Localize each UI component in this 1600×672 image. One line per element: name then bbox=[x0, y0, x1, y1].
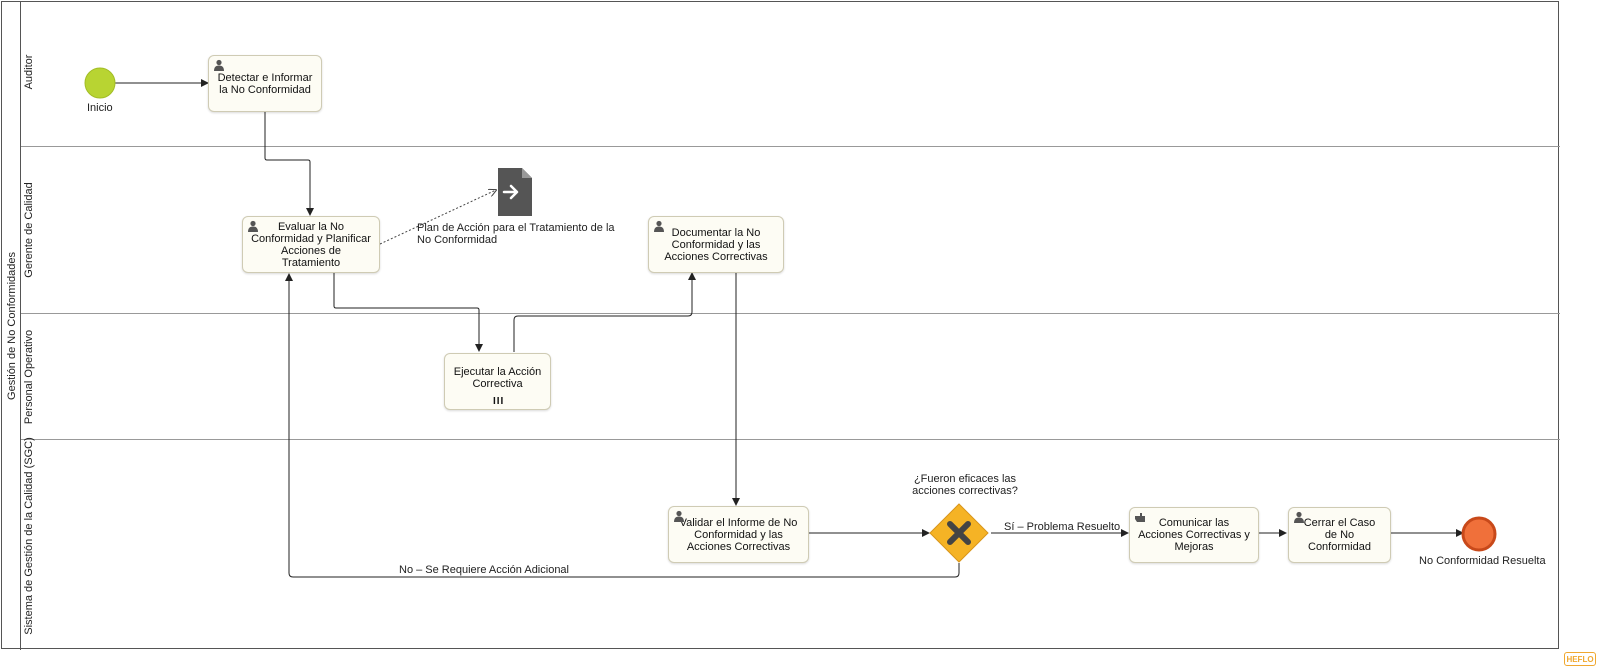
task-cerrar[interactable]: Cerrar el Caso de No Conformidad bbox=[1288, 507, 1391, 563]
document-output-icon bbox=[498, 168, 532, 216]
end-event-label: No Conformidad Resuelta bbox=[1419, 555, 1546, 567]
pool: Gestión de No Conformidades Auditor Gere… bbox=[1, 1, 1560, 650]
user-icon bbox=[214, 59, 224, 71]
manual-icon bbox=[1135, 513, 1145, 522]
user-icon bbox=[674, 510, 684, 522]
task-label: Cerrar el Caso de No Conformidad bbox=[1303, 517, 1376, 553]
flow-label-yes: Sí – Problema Resuelto bbox=[1004, 521, 1121, 533]
flow-ejecutar-documentar bbox=[513, 272, 696, 352]
task-label: Validar el Informe de No Conformidad y l… bbox=[679, 516, 798, 553]
flow-detectar-evaluar bbox=[264, 112, 314, 216]
gateway-question: ¿Fueron eficaces las acciones correctiva… bbox=[912, 473, 1018, 497]
user-icon bbox=[1294, 511, 1304, 523]
task-ejecutar[interactable]: Ejecutar la Acción Correctiva III bbox=[444, 353, 551, 410]
flow-gateway-evaluar bbox=[285, 273, 960, 578]
heflo-logo: HEFLO bbox=[1564, 652, 1596, 666]
start-event-label: Inicio bbox=[87, 102, 113, 114]
task-label: Detectar e Informar la No Conformidad bbox=[217, 71, 313, 96]
user-icon bbox=[654, 220, 664, 232]
exclusive-x-icon bbox=[947, 521, 971, 545]
pool-label-area: Gestión de No Conformidades bbox=[2, 2, 21, 650]
task-label: Ejecutar la Acción Correctiva bbox=[453, 365, 542, 390]
user-icon bbox=[248, 220, 258, 232]
task-label: Comunicar las Acciones Correctivas y Mej… bbox=[1138, 517, 1250, 553]
task-validar[interactable]: Validar el Informe de No Conformidad y l… bbox=[668, 506, 809, 563]
lane-gerente-calidad: Gerente de Calidad bbox=[21, 147, 1560, 314]
task-documentar[interactable]: Documentar la No Conformidad y las Accio… bbox=[648, 216, 784, 273]
multi-instance-marker: III bbox=[493, 396, 505, 407]
task-detectar[interactable]: Detectar e Informar la No Conformidad bbox=[208, 55, 322, 112]
task-evaluar[interactable]: Evaluar la No Conformidad y Planificar A… bbox=[242, 216, 380, 273]
flow-label-no: No – Se Requiere Acción Adicional bbox=[399, 564, 569, 576]
data-output-label: Plan de Acción para el Tratamiento de la… bbox=[417, 222, 615, 246]
start-event bbox=[84, 67, 116, 99]
lane-personal-operativo: Personal Operativo bbox=[21, 314, 1560, 440]
task-comunicar[interactable]: Comunicar las Acciones Correctivas y Mej… bbox=[1129, 507, 1259, 563]
task-label: Evaluar la No Conformidad y Planificar A… bbox=[251, 220, 371, 269]
lane-auditor: Auditor bbox=[21, 2, 1560, 147]
flow-evaluar-ejecutar bbox=[333, 272, 483, 352]
exclusive-gateway[interactable] bbox=[929, 503, 989, 563]
end-event bbox=[1461, 516, 1497, 552]
association-plan bbox=[379, 190, 496, 245]
task-label: Documentar la No Conformidad y las Accio… bbox=[664, 226, 768, 263]
